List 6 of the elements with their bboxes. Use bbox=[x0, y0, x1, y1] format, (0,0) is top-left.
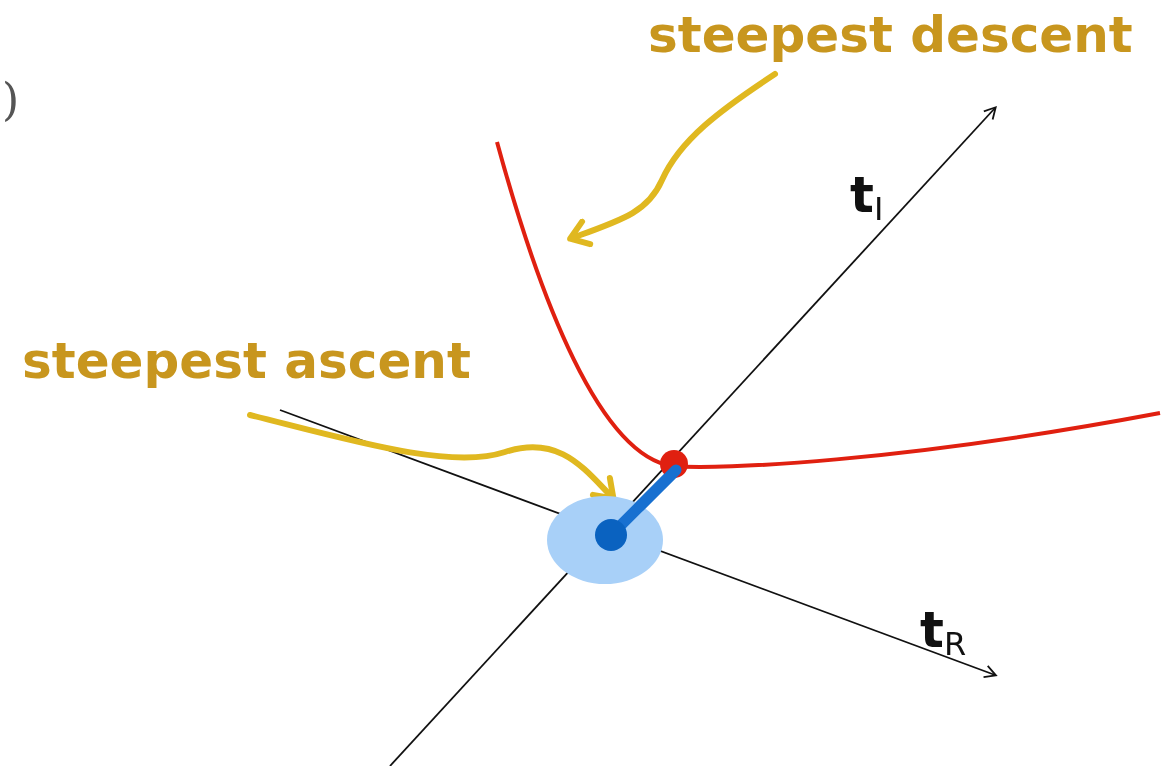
axis-label: t$_{I}$ bbox=[850, 170, 884, 225]
callout-text: steepest descent bbox=[648, 8, 1133, 63]
leader-arrow bbox=[567, 71, 778, 248]
callout-text: steepest ascent bbox=[22, 334, 471, 389]
parenthesis-text: ) bbox=[2, 78, 20, 122]
axis-label: t$_{R}$ bbox=[920, 605, 967, 660]
